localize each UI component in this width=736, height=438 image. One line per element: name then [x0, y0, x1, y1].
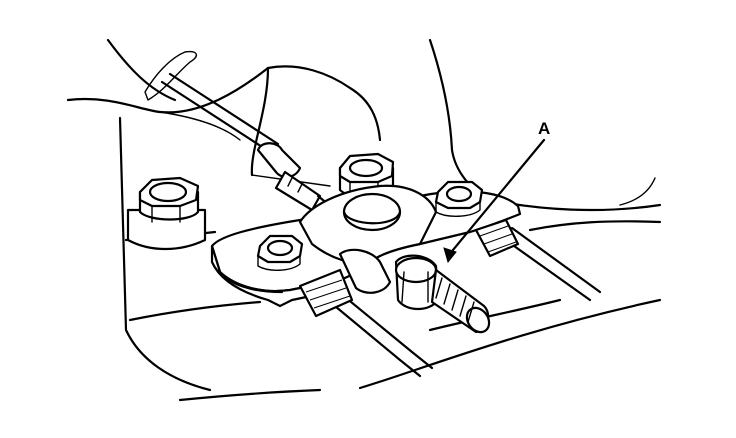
shift-cable-lower [298, 218, 602, 378]
transmission-housing [66, 38, 662, 402]
bracket-nut-right [434, 180, 484, 217]
threaded-rod [430, 268, 491, 334]
bracket-nut-left [256, 234, 304, 271]
callout-a: A [443, 119, 550, 264]
adjusting-nut [338, 248, 440, 311]
mounting-bolt-left [126, 176, 207, 251]
callout-a-label: A [538, 119, 550, 138]
